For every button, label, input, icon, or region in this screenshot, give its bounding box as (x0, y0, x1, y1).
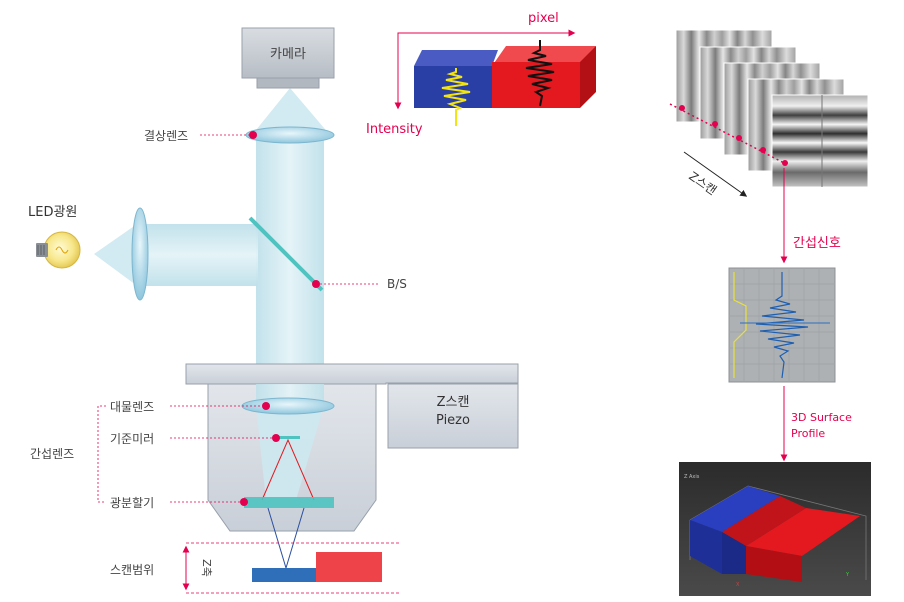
interference-objective-housing (185, 363, 519, 532)
3d-surface-profile-view: Z Axis X Y (679, 462, 871, 596)
camera: 카메라 (241, 27, 335, 89)
reference-beam-ray (261, 438, 315, 501)
z-scan-trace (669, 103, 787, 165)
fringe-image-stack (675, 29, 869, 188)
red-interference-signal (525, 40, 555, 107)
objective-lens-label: 대물렌즈 (110, 400, 154, 414)
svg-text:Z Axis: Z Axis (684, 474, 700, 480)
reference-mirror-marker (272, 434, 280, 442)
led-bulb-icon (36, 231, 81, 269)
beam-splitter-marker (312, 280, 320, 288)
beam-splitter-mirror (248, 216, 324, 292)
scan-range-label: 스캔범위 (110, 563, 154, 577)
led-light-cone (94, 222, 140, 288)
beam-splitter-plate (244, 497, 334, 508)
intensity-axis-label: Intensity (366, 122, 423, 137)
focused-light-cone (256, 406, 324, 500)
pixel-axis-label: pixel (528, 11, 559, 26)
pixel-axis-arrow (394, 29, 576, 110)
z-scan-piezo-block (387, 383, 519, 449)
surface-profile-label-2: Profile (791, 427, 825, 440)
beam-splitter-plate-marker (240, 498, 248, 506)
imaging-lens-label: 결상렌즈 (144, 129, 188, 143)
z-scan-piezo-label-2: Piezo (436, 413, 470, 428)
imaging-lens-marker (249, 131, 257, 139)
reference-mirror-label: 기준미러 (110, 432, 154, 446)
sample-red-step (316, 552, 382, 582)
camera-label: 카메라 (270, 47, 306, 62)
horizontal-light-beam (140, 224, 258, 286)
objective-lens-marker (262, 402, 270, 410)
collimating-lens (131, 207, 149, 301)
reference-mirror (276, 436, 300, 439)
sample-blocks-3d (414, 46, 596, 108)
beam-splitter-plate-label: 광분할기 (110, 496, 154, 510)
interference-lens-label: 간섭렌즈 (30, 447, 74, 461)
z-scan-arrow (683, 151, 748, 197)
imaging-lens (245, 126, 335, 144)
interference-signal-label: 간섭신호 (793, 236, 841, 251)
interference-signal-plot (728, 267, 836, 383)
blue-interference-signal (441, 68, 471, 126)
svg-text:Y: Y (845, 572, 850, 578)
surface-profile-label-1: 3D Surface (791, 411, 852, 424)
svg-text:X: X (736, 582, 740, 588)
z-axis-label: Z축 (200, 559, 213, 577)
interference-lens-bracket (97, 405, 106, 503)
led-source-label: LED광원 (28, 205, 77, 220)
camera-light-cone (252, 88, 330, 135)
z-scan-piezo-label-1: Z스캔 (437, 395, 470, 410)
sample-blue-step (252, 568, 316, 582)
beam-splitter-label: B/S (387, 277, 407, 291)
